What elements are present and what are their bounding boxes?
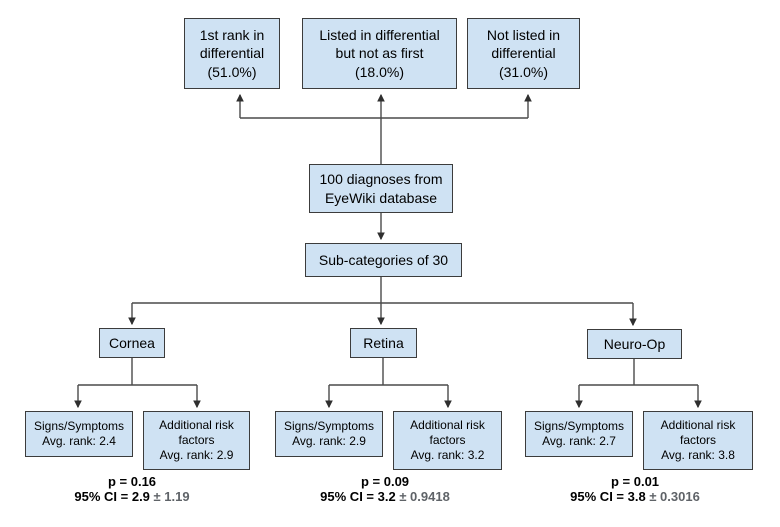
box-subcategories: Sub-categories of 30 <box>305 243 462 277</box>
stats-cornea: p = 0.16 95% CI = 2.9 ± 1.19 <box>22 474 242 505</box>
box-cornea-risk-factors: Additional risk factors Avg. rank: 2.9 <box>143 411 250 470</box>
stats-neuro-op: p = 0.01 95% CI = 3.8 ± 0.3016 <box>525 474 745 505</box>
box-retina-signs-symptoms: Signs/Symptoms Avg. rank: 2.9 <box>275 411 383 457</box>
box-category-retina: Retina <box>350 328 417 358</box>
cornea-confidence-interval: 95% CI = 2.9 ± 1.19 <box>22 489 242 504</box>
box-category-cornea: Cornea <box>99 328 165 358</box>
box-neuro-op-risk-factors: Additional risk factors Avg. rank: 3.8 <box>643 411 753 470</box>
box-neuro-op-signs-symptoms: Signs/Symptoms Avg. rank: 2.7 <box>525 411 633 457</box>
retina-confidence-interval: 95% CI = 3.2 ± 0.9418 <box>275 489 495 504</box>
box-not-listed-outcome: Not listed in differential (31.0%) <box>467 18 580 89</box>
retina-ci-main: 95% CI = 3.2 <box>320 489 400 505</box>
neuro-op-ci-delta: ± 0.3016 <box>649 489 700 505</box>
cornea-ci-delta: ± 1.19 <box>153 489 190 505</box>
neuro-op-confidence-interval: 95% CI = 3.8 ± 0.3016 <box>525 489 745 504</box>
neuro-op-ci-main: 95% CI = 3.8 <box>570 489 650 505</box>
box-cornea-signs-symptoms: Signs/Symptoms Avg. rank: 2.4 <box>25 411 133 457</box>
cornea-p-value: p = 0.16 <box>107 474 157 489</box>
cornea-ci-main: 95% CI = 2.9 <box>74 489 154 505</box>
box-listed-not-first-outcome: Listed in differential but not as first … <box>302 18 457 89</box>
retina-p-value: p = 0.09 <box>360 474 410 489</box>
box-first-rank-outcome: 1st rank in differential (51.0%) <box>184 18 280 89</box>
box-retina-risk-factors: Additional risk factors Avg. rank: 3.2 <box>393 411 502 470</box>
box-diagnoses-source: 100 diagnoses from EyeWiki database <box>309 164 453 213</box>
neuro-op-p-value: p = 0.01 <box>610 474 660 489</box>
stats-retina: p = 0.09 95% CI = 3.2 ± 0.9418 <box>275 474 495 505</box>
box-category-neuro-op: Neuro-Op <box>587 329 682 359</box>
retina-ci-delta: ± 0.9418 <box>399 489 450 505</box>
